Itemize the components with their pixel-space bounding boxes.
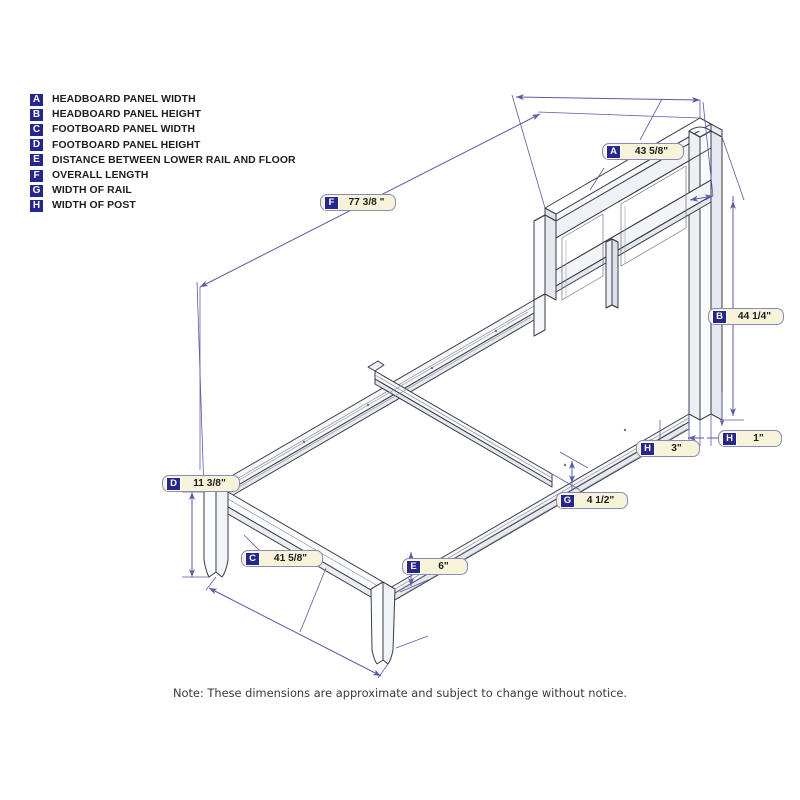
callout-value: 6" — [438, 561, 449, 572]
callout-D: D 11 3/8" — [162, 475, 240, 492]
callout-A: A 43 5/8" — [602, 143, 684, 160]
callout-B: B 44 1/4" — [708, 308, 784, 325]
callout-value: 11 3/8" — [193, 478, 226, 489]
legend-item: C FOOTBOARD PANEL WIDTH — [30, 122, 350, 137]
callout-F: F 77 3/8 " — [320, 194, 396, 211]
center-support-rail — [367, 360, 553, 488]
legend-item: A HEADBOARD PANEL WIDTH — [30, 92, 350, 107]
legend-label: WIDTH OF RAIL — [52, 185, 132, 197]
legend-item: D FOOTBOARD PANEL HEIGHT — [30, 138, 350, 153]
dimension-G — [551, 451, 589, 491]
dimension-D — [182, 491, 209, 578]
footboard-rail — [215, 484, 384, 605]
legend-item: B HEADBOARD PANEL HEIGHT — [30, 107, 350, 122]
callout-value: 3" — [671, 443, 682, 454]
legend-item: H WIDTH OF POST — [30, 198, 350, 213]
dimension-H-1 — [688, 392, 726, 446]
dimension-B — [721, 136, 745, 421]
callout-C: C 41 5/8" — [241, 550, 323, 567]
legend-label: HEADBOARD PANEL WIDTH — [52, 94, 196, 106]
callout-badge: H — [722, 431, 737, 446]
legend-badge: G — [30, 184, 43, 197]
callout-H-3: H 3" — [636, 440, 700, 457]
callout-badge: C — [245, 551, 260, 566]
bed-illustration — [203, 117, 723, 665]
legend-item: E DISTANCE BETWEEN LOWER RAIL AND FLOOR — [30, 153, 350, 168]
callout-value: 77 3/8 " — [348, 197, 385, 208]
callout-badge: F — [324, 195, 339, 210]
disclaimer-note: Note: These dimensions are approximate a… — [172, 686, 628, 700]
legend-badge: A — [30, 93, 43, 106]
callout-badge: D — [166, 476, 181, 491]
dimension-A-extension — [689, 101, 714, 202]
callout-value: 44 1/4" — [737, 311, 772, 322]
legend-badge: D — [30, 139, 43, 152]
legend-badge: E — [30, 154, 43, 167]
legend-badge: H — [30, 199, 43, 212]
callout-G: G 4 1/2" — [556, 492, 628, 509]
callout-badge: E — [406, 559, 421, 574]
callout-value: 1" — [753, 433, 764, 444]
callout-badge: G — [560, 493, 575, 508]
legend-label: HEADBOARD PANEL HEIGHT — [52, 109, 202, 121]
legend-label: DISTANCE BETWEEN LOWER RAIL AND FLOOR — [52, 154, 296, 166]
leg-foot-right — [370, 581, 396, 665]
callout-H-1: H 1" — [718, 430, 782, 447]
leg-head-left — [533, 293, 546, 337]
right-side-rail — [215, 299, 535, 506]
callout-value: 41 5/8" — [273, 553, 308, 564]
legend-badge: C — [30, 123, 43, 136]
legend-label: FOOTBOARD PANEL HEIGHT — [52, 139, 201, 151]
callout-value: 43 5/8" — [634, 146, 669, 157]
headboard — [533, 117, 723, 421]
callout-E: E 6" — [402, 558, 468, 575]
legend-label: OVERALL LENGTH — [52, 170, 149, 182]
callout-value: 4 1/2" — [586, 495, 615, 506]
legend-badge: B — [30, 108, 43, 121]
legend: A HEADBOARD PANEL WIDTH B HEADBOARD PANE… — [30, 92, 350, 214]
callout-badge: A — [606, 144, 621, 159]
legend-badge: F — [30, 169, 43, 182]
legend-item: G WIDTH OF RAIL — [30, 183, 350, 198]
legend-item: F OVERALL LENGTH — [30, 168, 350, 183]
leg-foot-left — [203, 484, 229, 578]
callout-badge: B — [712, 309, 727, 324]
dimension-C — [205, 534, 389, 679]
callout-badge: H — [640, 441, 655, 456]
legend-label: WIDTH OF POST — [52, 200, 136, 212]
legend-label: FOOTBOARD PANEL WIDTH — [52, 124, 196, 136]
